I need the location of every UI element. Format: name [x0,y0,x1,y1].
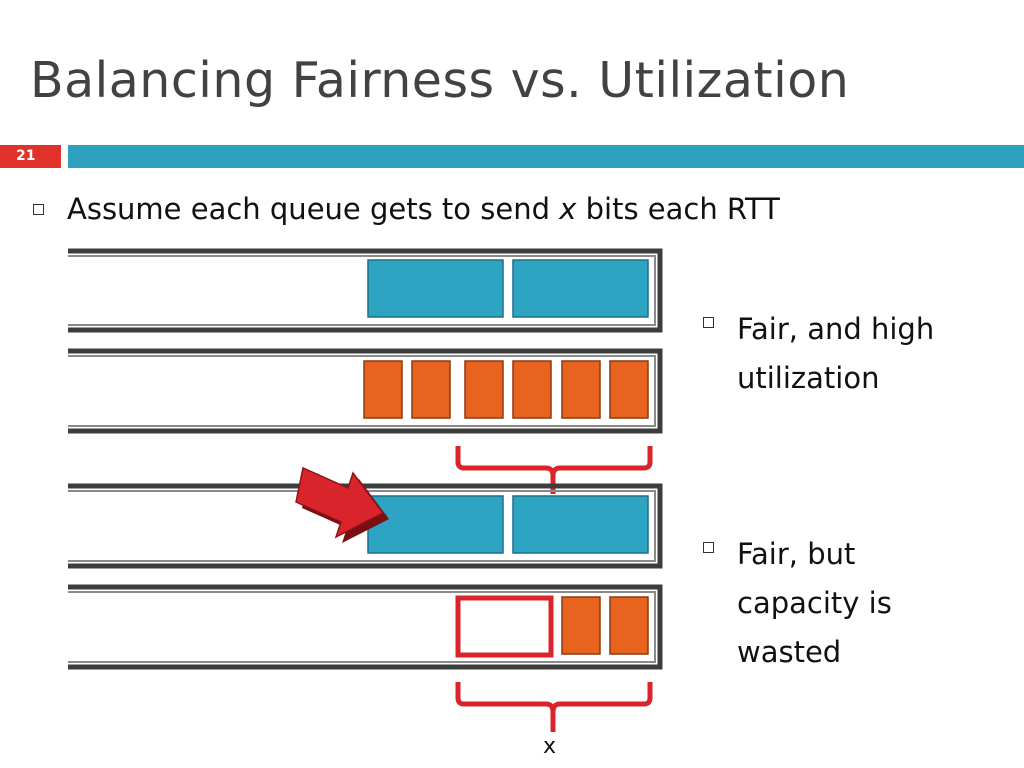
queue-1 [68,248,663,333]
bullet-fair-waste-text: Fair, but capacity is wasted [737,537,892,669]
queue-2-packet-1 [363,360,403,419]
bullet-assume: Assume each queue gets to send x bits ea… [33,192,933,232]
queue-2-packet-6 [609,360,649,419]
queue-2 [68,348,663,434]
brace-label: x [543,734,557,759]
queue-4-inner [68,591,656,663]
bullet-box-icon [703,542,714,553]
bullet-box-icon [33,204,44,215]
bullet-assume-text: Assume each queue gets to send x bits ea… [67,192,780,226]
queue-4 [68,584,663,670]
queue-4-packet-1 [561,596,601,655]
queue-3-packet-1 [367,495,504,554]
queue-1-packet-2 [512,259,649,318]
queue-1-packet-1 [367,259,504,318]
brace-top [455,446,653,494]
slide-title: Balancing Fairness vs. Utilization [30,52,850,109]
variable-x: x [559,192,577,226]
queue-4-empty-slot [455,595,554,658]
queue-1-inner [68,255,656,326]
queue-1-outline [68,248,663,333]
queue-2-packet-3 [464,360,504,419]
bullet-fair-high: Fair, and high utilization [703,305,1013,405]
bullet-fair-high-text: Fair, and high utilization [737,312,935,395]
bullet-box-icon [703,317,714,328]
bullet-fair-waste: Fair, but capacity is wasted [703,530,1013,670]
title-accent-bar [68,145,1024,168]
queue-4-packet-2 [609,596,649,655]
queue-4-outline [68,584,663,670]
queue-2-packet-4 [512,360,552,419]
queue-2-outline [68,348,663,434]
queue-2-inner [68,355,656,427]
queue-2-packet-2 [411,360,451,419]
slide-number: 21 [0,145,61,168]
queue-3 [68,483,663,569]
queue-2-packet-5 [561,360,601,419]
brace-bottom [455,682,653,732]
arrow-icon [295,466,389,543]
queue-3-packet-2 [512,495,649,554]
